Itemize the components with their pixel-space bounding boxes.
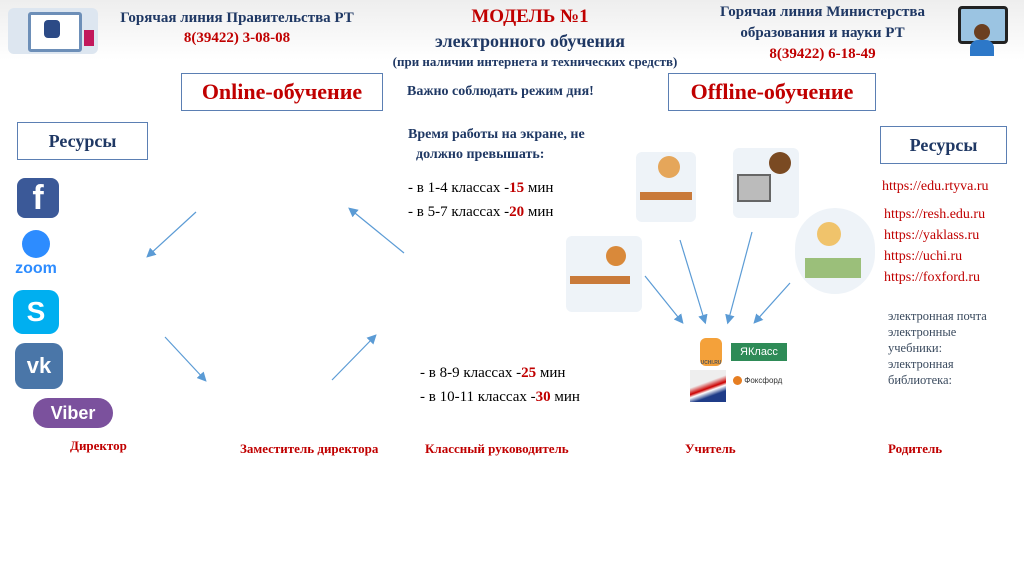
note-line: учебники: [888, 341, 943, 355]
regime-note: Важно соблюдать режим дня! [407, 84, 594, 99]
page-note: (при наличии интернета и технических сре… [392, 54, 678, 69]
resh-logo[interactable] [690, 370, 726, 402]
offline-learning-label: Offline-обучение [668, 73, 876, 111]
note-line: электронные [888, 325, 957, 339]
screen-time-row: - в 1-4 классах -15 мин [408, 180, 554, 196]
gov-hotline-title: Горячая линия Правительства РТ [120, 10, 354, 26]
student-boy-illustration [566, 236, 642, 312]
vk-icon[interactable]: vk [15, 343, 63, 389]
page-subtitle: электронного обучения [435, 31, 625, 51]
student-boy-laptop-illustration [795, 208, 875, 294]
role-director: Директор [70, 438, 127, 453]
note-line: электронная [888, 357, 954, 371]
uchi-logo[interactable]: UCHI.RU [700, 338, 722, 366]
resource-link[interactable]: https://resh.edu.ru [884, 207, 986, 222]
note-line: библиотека: [888, 373, 953, 387]
screen-time-row: - в 10-11 классах -30 мин [420, 389, 580, 405]
resource-notes: электронная почта электронные учебники: … [888, 308, 987, 388]
role-teacher: Учитель [685, 441, 736, 456]
right-resources-title: Ресурсы [880, 126, 1007, 164]
student-girl-computer-illustration [733, 148, 799, 218]
resource-link[interactable]: https://foxford.ru [884, 270, 981, 285]
screen-time-row: - в 8-9 классах -25 мин [420, 365, 566, 381]
header-band [0, 0, 1024, 60]
resource-link[interactable]: https://yaklass.ru [884, 228, 980, 243]
online-learning-label: Online-обучение [181, 73, 383, 111]
screen-time-row: - в 5-7 классах -20 мин [408, 204, 554, 220]
note-line: электронная почта [888, 309, 987, 323]
screen-time-heading-2: должно превышать: [416, 147, 545, 162]
role-deputy-director: Заместитель директора [240, 441, 379, 456]
skype-icon[interactable]: S [13, 290, 59, 334]
resource-link[interactable]: https://uchi.ru [884, 249, 963, 264]
role-parent: Родитель [888, 441, 943, 456]
foxford-logo[interactable]: Фоксфорд [733, 376, 782, 386]
viber-icon[interactable]: Viber [33, 398, 113, 428]
student-girl-illustration [636, 152, 696, 222]
facebook-icon[interactable]: f [17, 178, 59, 218]
online-user-illustration [958, 6, 1010, 56]
computer-illustration [8, 8, 98, 54]
left-resources-title: Ресурсы [17, 122, 148, 160]
resource-link[interactable]: https://edu.rtyva.ru [882, 179, 989, 194]
zoom-icon[interactable]: zoom [10, 230, 62, 280]
page-title: МОДЕЛЬ №1 [471, 6, 589, 27]
gov-hotline-phone: 8(39422) 3-08-08 [183, 30, 291, 46]
ministry-hotline-phone: 8(39422) 6-18-49 [769, 46, 876, 62]
yaklass-logo[interactable]: ЯКласс [731, 343, 787, 361]
ministry-hotline-title-1: Горячая линия Министерства [720, 4, 925, 20]
screen-time-heading-1: Время работы на экране, не [408, 127, 585, 142]
role-class-teacher: Классный руководитель [425, 441, 569, 456]
ministry-hotline-title-2: образования и науки РТ [740, 25, 905, 41]
